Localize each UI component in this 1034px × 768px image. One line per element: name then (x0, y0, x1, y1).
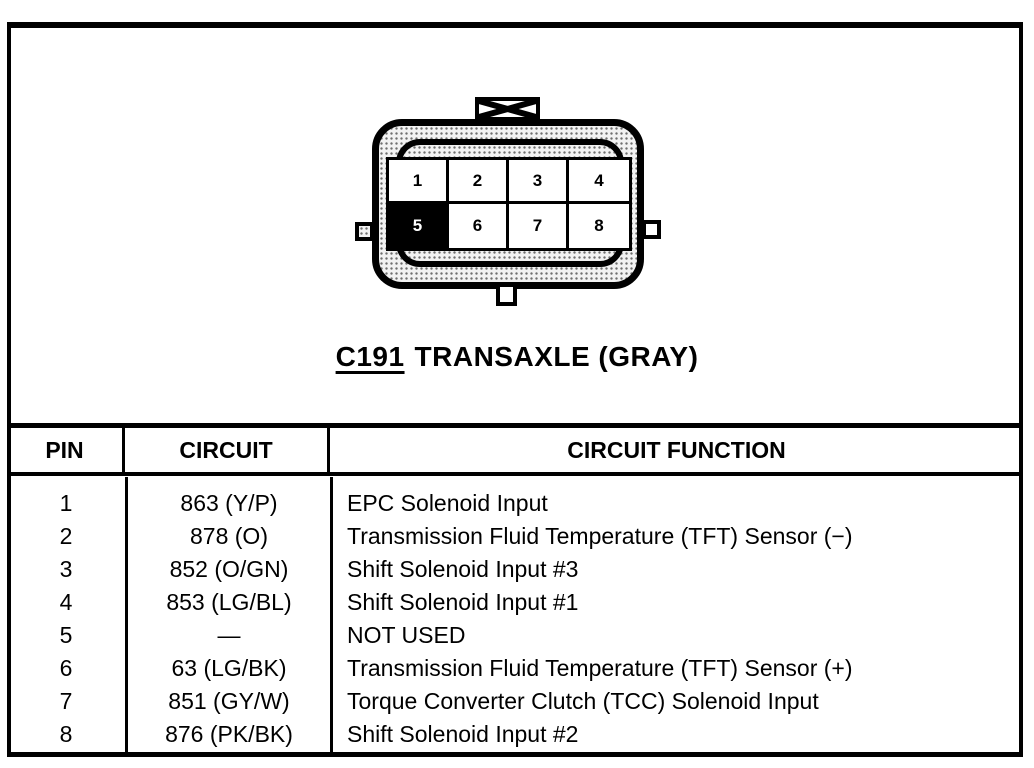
circuit-function: NOT USED (347, 622, 466, 648)
pin-cell-1: 1 (389, 160, 449, 204)
pin-number: 7 (59, 688, 73, 714)
header-circuit-function: CIRCUIT FUNCTION (567, 436, 786, 463)
circuit-column: 863 (Y/P) 878 (O) 852 (O/GN) 853 (LG/BL)… (128, 477, 333, 752)
circuit-function: Torque Converter Clutch (TCC) Solenoid I… (347, 688, 819, 714)
pin-number: 5 (59, 622, 73, 648)
page-border-frame (7, 22, 1023, 757)
header-circuit: CIRCUIT (125, 428, 330, 472)
pinout-table-header: PIN CIRCUIT CIRCUIT FUNCTION (7, 423, 1023, 476)
circuit-function: Transmission Fluid Temperature (TFT) Sen… (347, 655, 853, 681)
connector-bottom-index-tab (496, 287, 517, 306)
pin-number: 1 (59, 490, 73, 516)
circuit-code: 853 (LG/BL) (166, 589, 292, 615)
header-pin: PIN (7, 428, 125, 472)
connector-id-label: C191 (335, 341, 405, 372)
pin-column: 1 2 3 4 5 6 7 8 (7, 477, 128, 752)
circuit-code: 852 (O/GN) (169, 556, 289, 582)
pin-cell-6: 6 (449, 204, 509, 248)
pin-number: 8 (59, 721, 73, 747)
pin-cell-3: 3 (509, 160, 569, 204)
connector-pin-grid: 1 2 3 4 5 6 7 8 (386, 157, 632, 251)
circuit-code: 63 (LG/BK) (171, 655, 287, 681)
circuit-function: EPC Solenoid Input (347, 490, 548, 516)
pin-cell-7: 7 (509, 204, 569, 248)
pin-number: 6 (59, 655, 73, 681)
pin-cell-5-blocked: 5 (389, 204, 449, 248)
pin-number: 2 (59, 523, 73, 549)
connector-right-tab (642, 220, 661, 239)
circuit-code: — (217, 622, 241, 648)
connector-title: C191 TRANSAXLE (GRAY) (0, 341, 1034, 373)
pin-cell-4: 4 (569, 160, 629, 204)
circuit-function: Transmission Fluid Temperature (TFT) Sen… (347, 523, 853, 549)
circuit-code: 876 (PK/BK) (165, 721, 293, 747)
circuit-function: Shift Solenoid Input #2 (347, 721, 579, 747)
circuit-function-column: EPC Solenoid Input Transmission Fluid Te… (333, 477, 1023, 752)
circuit-code: 851 (GY/W) (168, 688, 290, 714)
circuit-code: 863 (Y/P) (180, 490, 278, 516)
pin-cell-8: 8 (569, 204, 629, 248)
connector-name-label: TRANSAXLE (GRAY) (414, 341, 699, 372)
circuit-function: Shift Solenoid Input #1 (347, 589, 579, 615)
circuit-function: Shift Solenoid Input #3 (347, 556, 579, 582)
circuit-code: 878 (O) (190, 523, 268, 549)
x-cross-icon (479, 101, 536, 117)
connector-latch-tab-icon (475, 97, 540, 121)
pin-number: 4 (59, 589, 73, 615)
pin-number: 3 (59, 556, 73, 582)
pin-cell-2: 2 (449, 160, 509, 204)
